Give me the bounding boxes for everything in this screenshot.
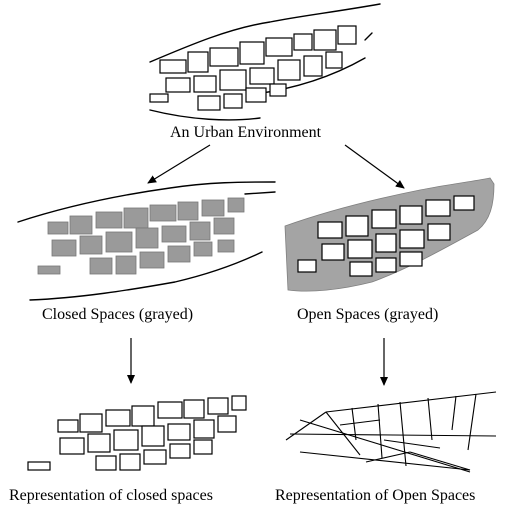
map-open-representation: [286, 392, 496, 472]
arrow-to-open: [345, 145, 404, 188]
arrow-to-closed: [148, 145, 210, 183]
map-urban-environment: [150, 4, 380, 120]
map-closed-representation: [28, 396, 246, 470]
map-open-spaces: [285, 178, 494, 291]
map-closed-spaces: [18, 182, 275, 300]
